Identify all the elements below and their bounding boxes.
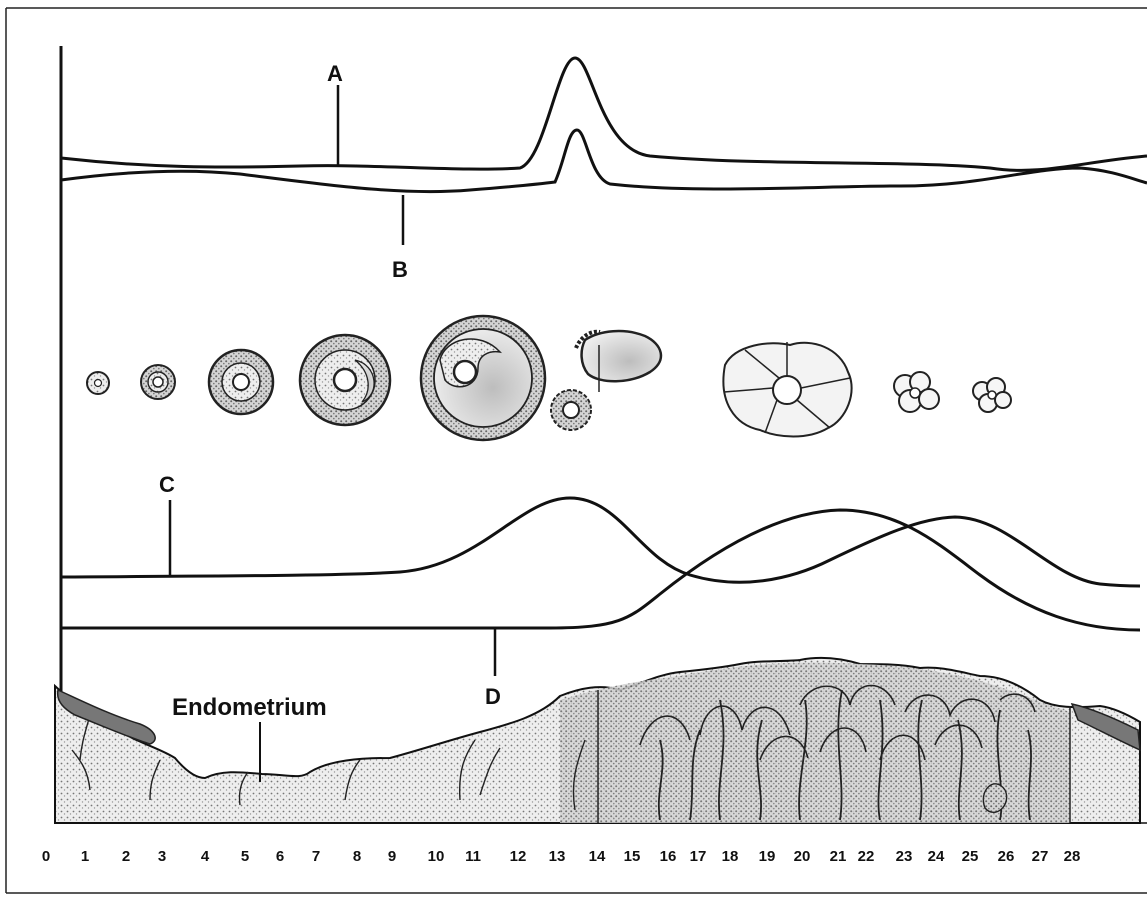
label-endometrium: Endometrium — [172, 694, 327, 721]
day-tick-26: 26 — [998, 848, 1015, 865]
day-tick-28: 28 — [1064, 848, 1081, 865]
label-c: C — [159, 472, 175, 497]
day-tick-23: 23 — [896, 848, 913, 865]
follicle-secondary — [209, 350, 273, 414]
day-tick-13: 13 — [549, 848, 566, 865]
day-tick-11: 11 — [465, 848, 481, 865]
day-tick-7: 7 — [312, 848, 320, 865]
day-tick-12: 12 — [510, 848, 527, 865]
curve-a — [61, 58, 1147, 170]
curve-b — [61, 130, 1147, 192]
day-tick-17: 17 — [690, 848, 707, 865]
corpus-luteum-regressing — [894, 372, 939, 412]
day-tick-21: 21 — [830, 848, 847, 865]
day-tick-18: 18 — [722, 848, 739, 865]
day-tick-22: 22 — [858, 848, 875, 865]
day-tick-14: 14 — [589, 848, 606, 865]
day-tick-6: 6 — [276, 848, 284, 865]
day-tick-1: 1 — [81, 848, 89, 865]
follicle-primary — [141, 365, 175, 399]
endometrium-tissue — [55, 658, 1140, 823]
day-tick-25: 25 — [962, 848, 979, 865]
day-tick-5: 5 — [241, 848, 249, 865]
label-d: D — [485, 684, 501, 709]
follicle-early-antral — [300, 335, 390, 425]
label-a: A — [327, 61, 343, 86]
corpus-luteum — [723, 342, 851, 437]
day-tick-9: 9 — [388, 848, 396, 865]
day-tick-27: 27 — [1032, 848, 1049, 865]
follicle-ovulation — [551, 331, 661, 430]
follicle-primordial — [87, 372, 109, 394]
day-tick-3: 3 — [158, 848, 166, 865]
day-tick-10: 10 — [428, 848, 445, 865]
day-tick-4: 4 — [201, 848, 210, 865]
curve-d — [61, 510, 1140, 630]
day-tick-8: 8 — [353, 848, 361, 865]
day-tick-24: 24 — [928, 848, 945, 865]
day-tick-15: 15 — [624, 848, 641, 865]
corpus-albicans — [973, 378, 1011, 412]
day-tick-20: 20 — [794, 848, 811, 865]
day-tick-2: 2 — [122, 848, 130, 865]
day-tick-16: 16 — [660, 848, 677, 865]
label-b: B — [392, 257, 408, 282]
day-tick-0: 0 — [42, 848, 50, 865]
day-tick-19: 19 — [759, 848, 776, 865]
follicle-graafian — [421, 316, 545, 440]
